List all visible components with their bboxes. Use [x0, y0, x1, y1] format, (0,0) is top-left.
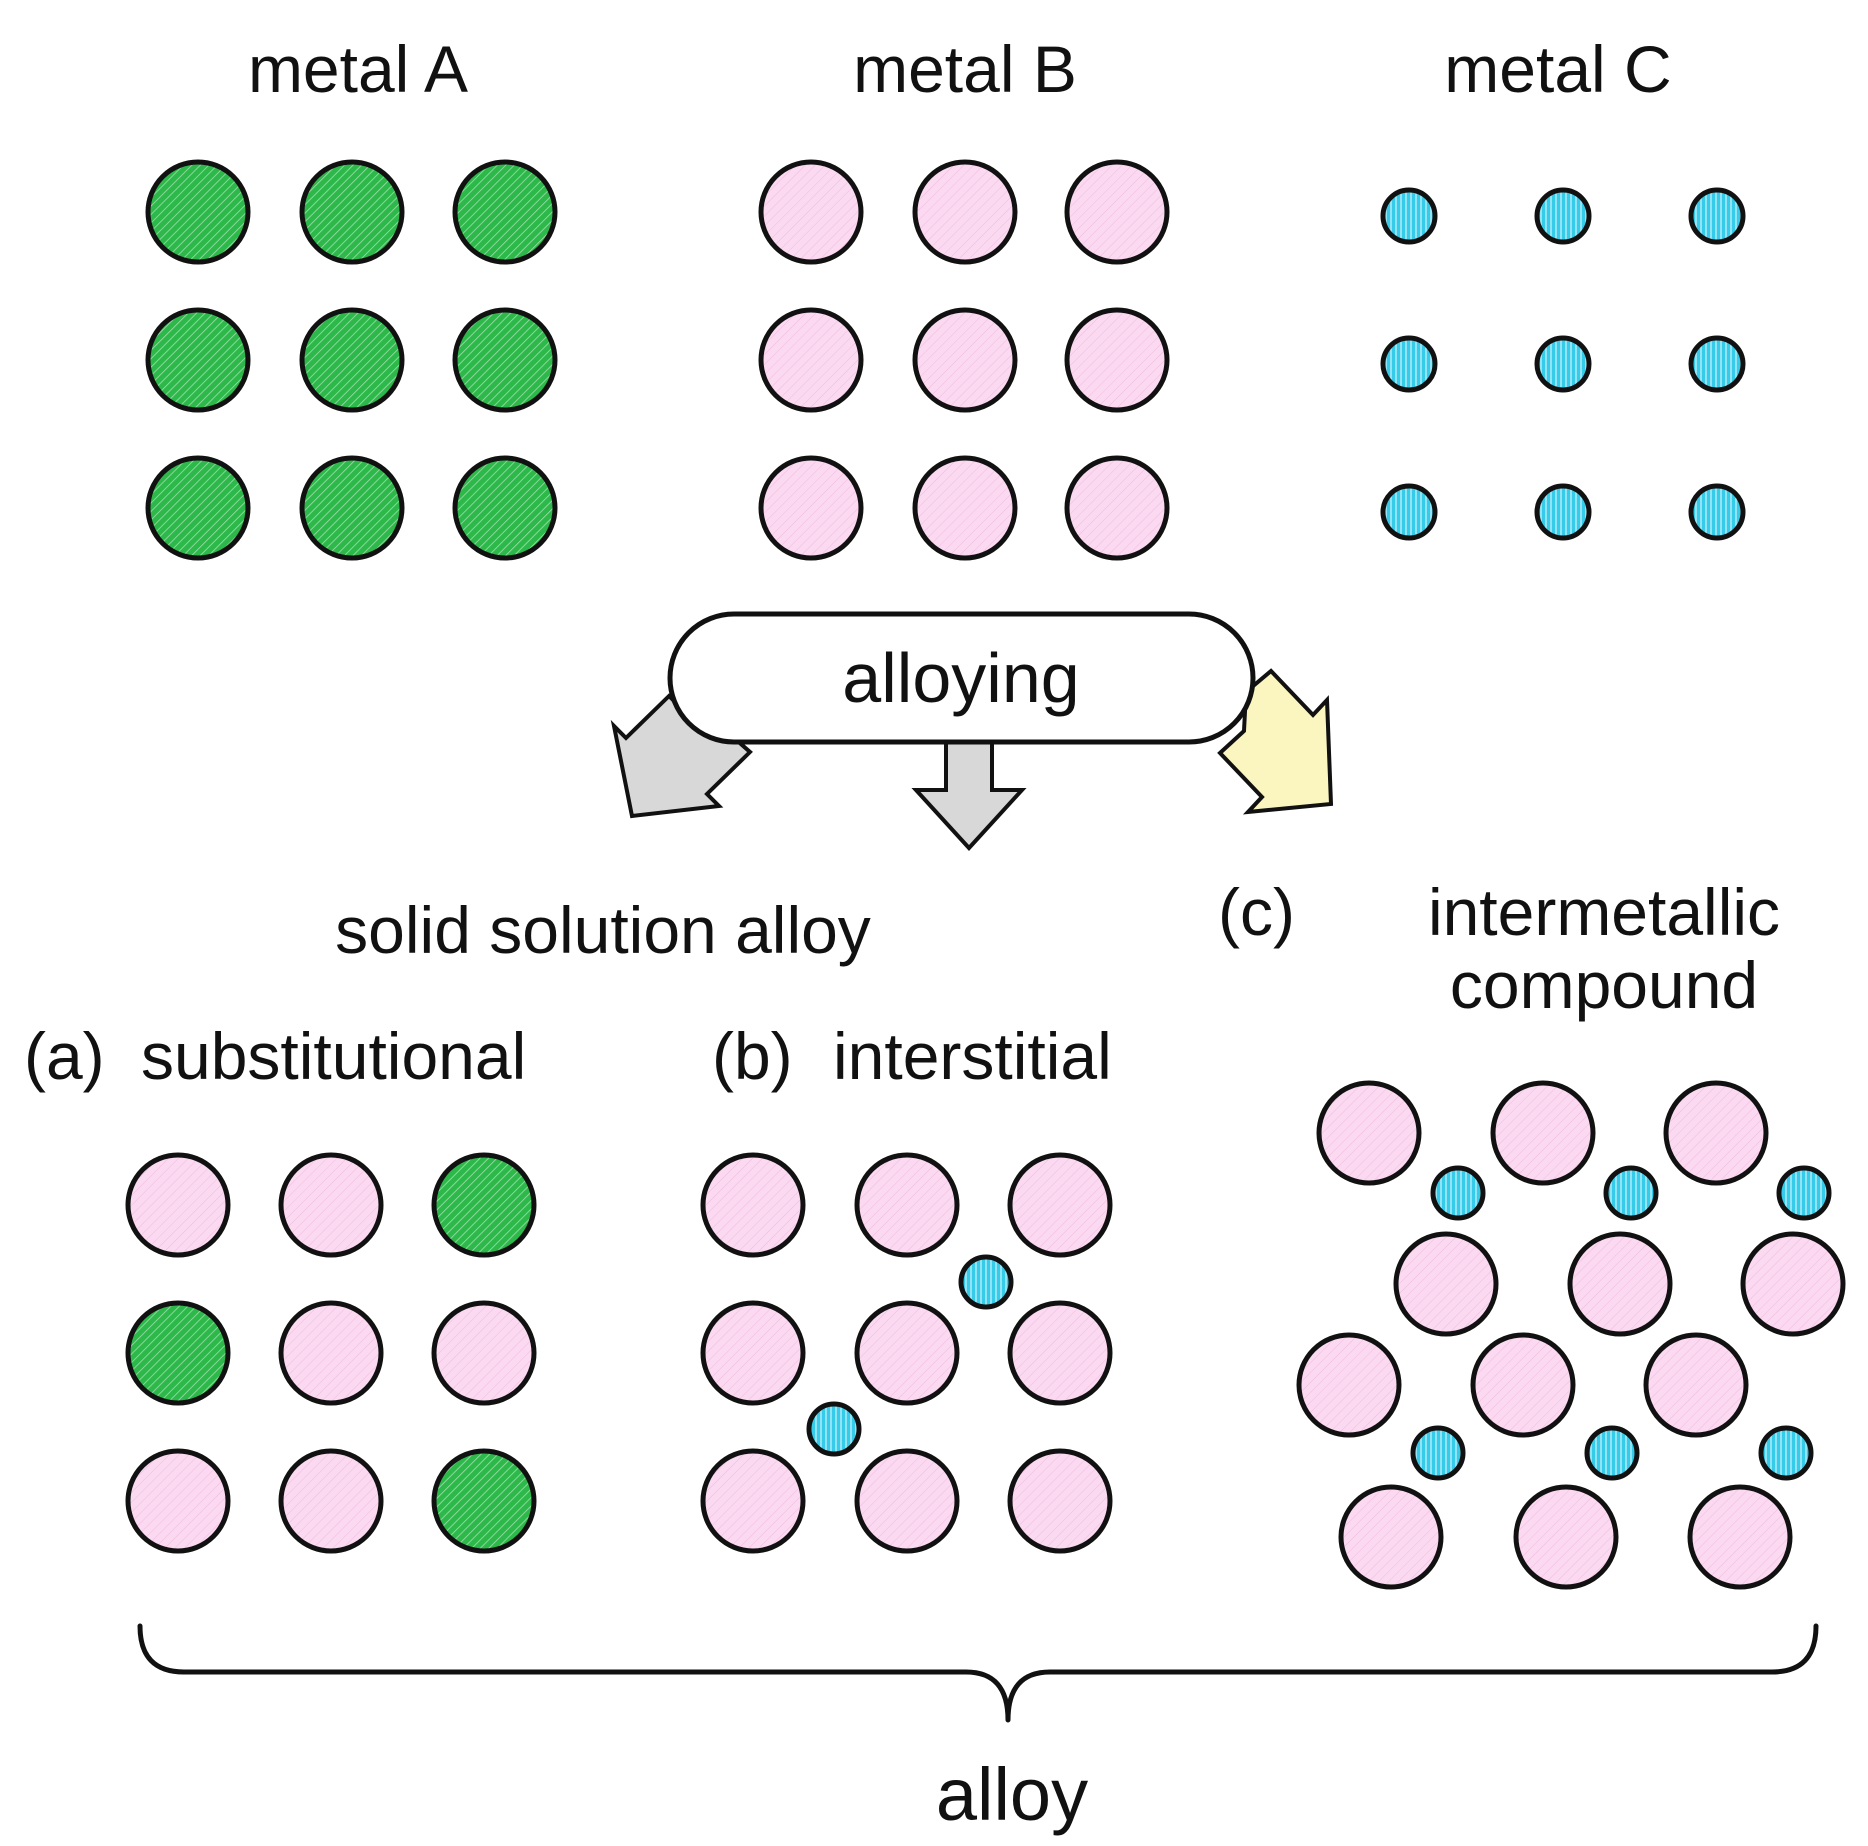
metal-b-atom: [912, 307, 1018, 413]
metal-a-atom: [299, 307, 405, 413]
metal-b-atom: [278, 1300, 384, 1406]
metal-b-atom: [700, 1152, 806, 1258]
metal-c-atom: [958, 1254, 1014, 1310]
metal-b-atom: [278, 1448, 384, 1554]
substitutional-lattice: [125, 1152, 537, 1554]
metal-c-atom: [1584, 1425, 1640, 1481]
metal-b-atom: [1740, 1231, 1846, 1337]
metal-b-atom: [854, 1448, 960, 1554]
metal-b-atom: [758, 455, 864, 561]
metal-b-atom: [125, 1448, 231, 1554]
metal-b-atom: [1316, 1080, 1422, 1186]
metal-b-atom: [431, 1300, 537, 1406]
metal-c-atom: [1534, 187, 1592, 245]
metal-b-title: metal B: [853, 32, 1077, 106]
substitutional-label: substitutional: [141, 1019, 526, 1093]
metal-a-atom: [431, 1448, 537, 1554]
metal-b-atom: [1007, 1448, 1113, 1554]
metal-a-lattice: [145, 159, 558, 561]
metal-c-atom: [1430, 1165, 1486, 1221]
metal-b-atom: [1663, 1080, 1769, 1186]
metal-c-atom: [1688, 483, 1746, 541]
label-c-marker: (c): [1218, 875, 1295, 949]
metal-b-atom: [1064, 307, 1170, 413]
metal-a-atom: [431, 1152, 537, 1258]
metal-c-atom: [1534, 483, 1592, 541]
metal-b-atom: [1296, 1332, 1402, 1438]
alloy-label: alloy: [936, 1753, 1088, 1836]
arrow-to-interstitial: [911, 736, 1027, 851]
metal-a-atom: [452, 159, 558, 265]
metal-a-atom: [299, 455, 405, 561]
metal-b-atom: [758, 159, 864, 265]
metal-b-atom: [912, 159, 1018, 265]
intermetallic-label-line1: intermetallic: [1428, 875, 1780, 949]
metal-a-title: metal A: [248, 32, 468, 106]
metal-a-atom: [145, 455, 251, 561]
metal-b-atom: [1064, 455, 1170, 561]
metal-c-atom: [1688, 335, 1746, 393]
metal-b-atom: [1567, 1231, 1673, 1337]
label-b-marker: (b): [712, 1019, 793, 1093]
metal-a-atom: [145, 307, 251, 413]
metal-b-atom: [278, 1152, 384, 1258]
metal-b-atom: [758, 307, 864, 413]
metal-b-atom: [1490, 1080, 1596, 1186]
metal-b-atom: [1643, 1332, 1749, 1438]
metal-b-atom: [125, 1152, 231, 1258]
metal-b-atom: [700, 1300, 806, 1406]
metal-c-atom: [1776, 1165, 1832, 1221]
metal-b-atom: [1513, 1484, 1619, 1590]
metal-b-atom: [1687, 1484, 1793, 1590]
metal-b-atom: [1007, 1300, 1113, 1406]
metal-c-atom: [1758, 1425, 1814, 1481]
metal-c-atom: [806, 1401, 862, 1457]
metal-c-atom: [1380, 335, 1438, 393]
interstitial-lattice: [700, 1152, 1113, 1554]
metal-b-atom: [1338, 1484, 1444, 1590]
interstitial-label: interstitial: [833, 1019, 1112, 1093]
metal-b-atom: [854, 1152, 960, 1258]
metal-a-atom: [125, 1300, 231, 1406]
metal-b-atom: [1007, 1152, 1113, 1258]
label-a-marker: (a): [24, 1019, 105, 1093]
metal-a-atom: [452, 307, 558, 413]
metal-c-atom: [1603, 1165, 1659, 1221]
metal-b-atom: [912, 455, 1018, 561]
solid-solution-alloy-label: solid solution alloy: [335, 893, 871, 967]
alloying-label: alloying: [842, 639, 1079, 717]
metal-a-atom: [145, 159, 251, 265]
alloy-brace: [137, 1623, 1819, 1723]
metal-a-atom: [452, 455, 558, 561]
metal-a-atom: [299, 159, 405, 265]
metal-b-atom: [1393, 1231, 1499, 1337]
alloying-box: [667, 611, 1256, 745]
metal-b-atom: [700, 1448, 806, 1554]
metal-c-atom: [1380, 187, 1438, 245]
metal-b-atom: [854, 1300, 960, 1406]
metal-b-atom: [1470, 1332, 1576, 1438]
metal-c-atom: [1410, 1425, 1466, 1481]
metal-b-atom: [1064, 159, 1170, 265]
intermetallic-label-line2: compound: [1450, 948, 1758, 1022]
metal-c-lattice: [1380, 187, 1746, 541]
metal-c-atom: [1534, 335, 1592, 393]
metal-c-atom: [1688, 187, 1746, 245]
metal-c-title: metal C: [1444, 32, 1671, 106]
metal-c-atom: [1380, 483, 1438, 541]
intermetallic-lattice: [1296, 1080, 1846, 1590]
metal-b-lattice: [758, 159, 1170, 561]
